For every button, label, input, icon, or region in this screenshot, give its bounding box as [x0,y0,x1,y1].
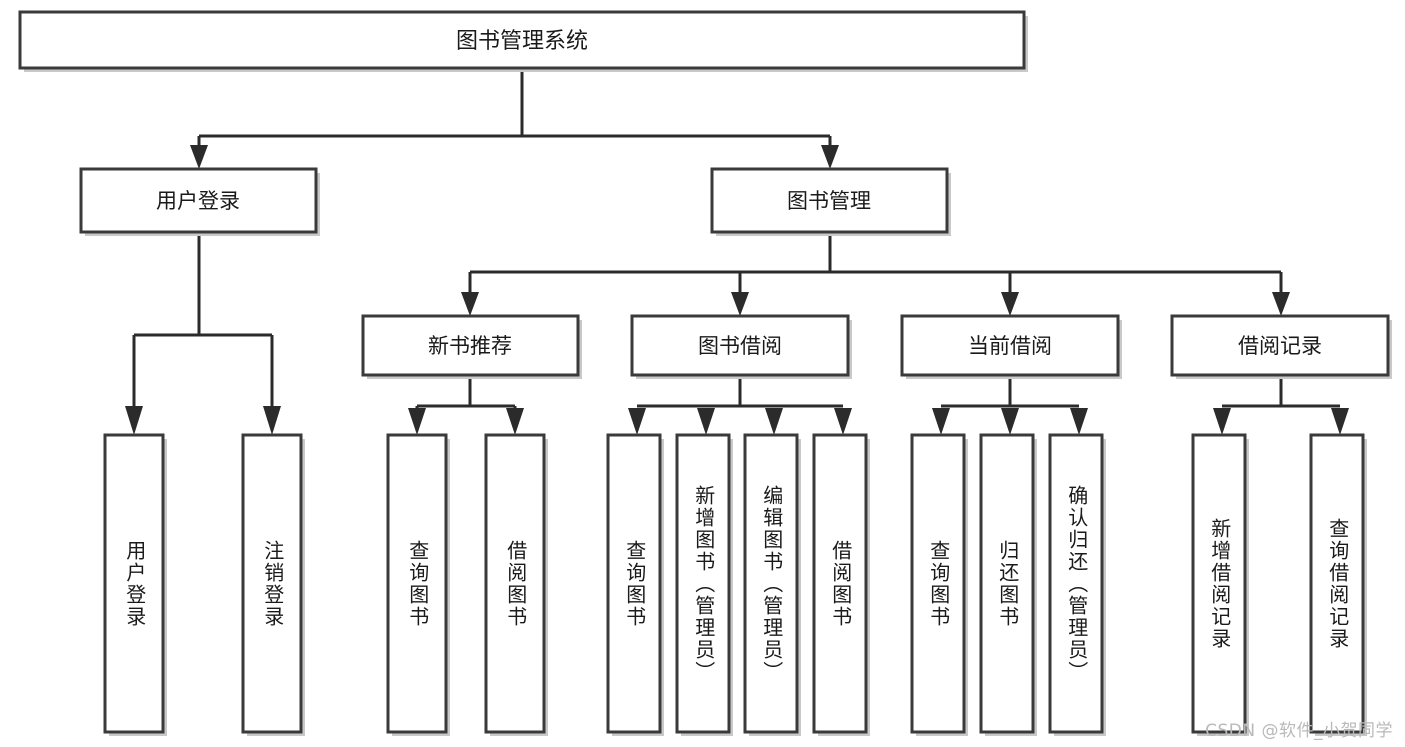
leaf-borrow-query-box [606,433,662,734]
leaf-record-add-box [1191,433,1247,734]
arrow-head-book-borrow [731,292,749,316]
leaf-node-recommend-borrow-book[interactable] [484,433,548,736]
node-new-book-recommend[interactable]: 新书推荐 [361,314,582,379]
leaf-node-record-query[interactable] [1309,433,1367,736]
node-borrow-record-label: 借阅记录 [1238,334,1322,358]
node-user-login[interactable]: 用户登录 [79,167,320,236]
leaf-node-current-return-book[interactable] [979,433,1037,736]
leaf-borrow-add-box [675,433,731,734]
arrow-head-bookborrow-leaf-4 [834,408,852,435]
leaf-user-login-box [103,433,165,734]
arrow-head-recommend-leaf-2 [506,408,524,435]
arrow-head-user-login-leaf [125,406,143,435]
node-book-manage[interactable]: 图书管理 [710,167,951,236]
watermark-text: CSDN @软件_小贺同学 [1205,721,1393,741]
node-root[interactable]: 图书管理系统 [18,10,1028,72]
arrow-head-bookborrow-leaf-2 [697,408,715,435]
leaf-node-borrow-query-book[interactable] [606,433,664,736]
arrow-head-user-login [190,145,208,169]
arrow-head-borrowrecord-leaf-2 [1331,408,1349,435]
leaf-node-logout-action[interactable] [241,433,305,736]
node-book-manage-box [710,167,949,234]
node-book-borrow-box [630,314,850,377]
connector-layer [125,68,1349,435]
arrow-head-bookborrow-leaf-1 [628,408,646,435]
node-user-login-box [79,167,318,234]
arrow-head-current-borrow [1001,292,1019,316]
leaf-record-query-box [1309,433,1365,734]
leaf-recommend-query-box [386,433,448,734]
node-borrow-record[interactable]: 借阅记录 [1170,314,1392,379]
leaf-current-return-box [979,433,1035,734]
arrow-head-logout-leaf [263,406,281,435]
leaf-borrow-edit-box [743,433,799,734]
node-new-book-recommend-box [361,314,580,377]
leaf-current-confirm-box [1048,433,1104,734]
leaf-node-record-add[interactable] [1191,433,1249,736]
leaf-borrow-borrow-box [812,433,868,734]
arrow-head-currentborrow-leaf-3 [1070,408,1088,435]
leaf-node-borrow-add-book[interactable] [675,433,733,736]
arrow-head-recommend-leaf-1 [408,408,426,435]
node-book-manage-label: 图书管理 [787,189,871,213]
arrow-head-recommend [461,292,479,316]
leaf-logout-box [241,433,303,734]
node-new-book-recommend-label: 新书推荐 [428,334,512,358]
arrow-head-currentborrow-leaf-2 [1001,408,1019,435]
node-current-borrow-box [900,314,1120,377]
node-current-borrow[interactable]: 当前借阅 [900,314,1122,379]
node-root-box [18,10,1026,70]
node-book-borrow-label: 图书借阅 [698,334,782,358]
leaf-node-current-confirm-return[interactable] [1048,433,1106,736]
leaf-node-borrow-edit-book[interactable] [743,433,801,736]
arrow-head-bookborrow-leaf-3 [765,408,783,435]
node-root-label: 图书管理系统 [456,29,588,54]
leaf-node-recommend-query-book[interactable] [386,433,450,736]
leaf-node-borrow-borrow-book[interactable] [812,433,870,736]
arrow-head-borrowrecord-leaf-1 [1213,408,1231,435]
leaf-node-user-login-action[interactable] [103,433,167,736]
arrow-head-book-manage [821,145,839,169]
arrow-head-currentborrow-leaf-1 [932,408,950,435]
node-borrow-record-box [1170,314,1390,377]
node-book-borrow[interactable]: 图书借阅 [630,314,852,379]
node-user-login-label: 用户登录 [156,189,240,213]
leaf-recommend-borrow-box [484,433,546,734]
node-current-borrow-label: 当前借阅 [968,334,1052,358]
leaf-current-query-box [910,433,966,734]
leaf-node-current-query-book[interactable] [910,433,968,736]
arrow-head-borrow-record [1272,292,1290,316]
